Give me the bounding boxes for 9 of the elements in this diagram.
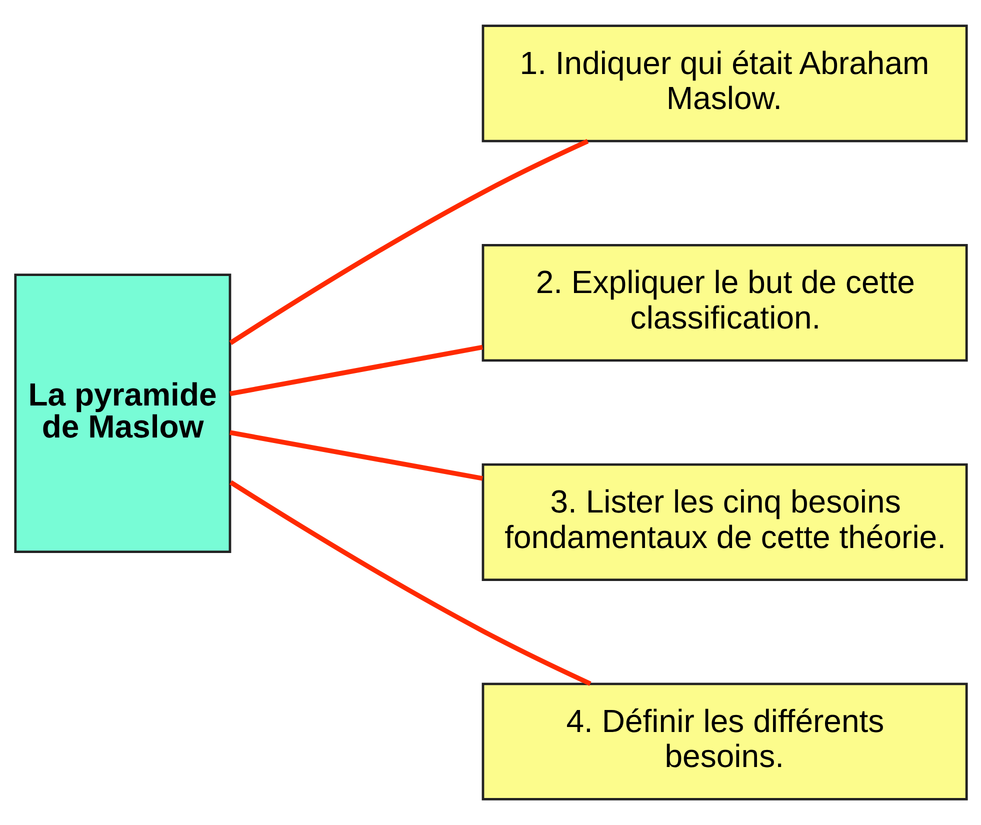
connector [229,430,482,481]
connector [228,139,588,345]
node-box: 3. Lister les cinq besoins fondamentaux de cette théorie. [481,463,968,582]
connector [229,344,482,396]
node-box: La pyramide de Maslow [14,274,231,554]
node-box: 4. Définir les différents besoins. [481,682,968,800]
node-box: 1. Indiquer qui était Abraham Maslow. [481,24,968,142]
connector [228,480,591,686]
node-box: 2. Expliquer le but de cette classification. [481,244,968,362]
